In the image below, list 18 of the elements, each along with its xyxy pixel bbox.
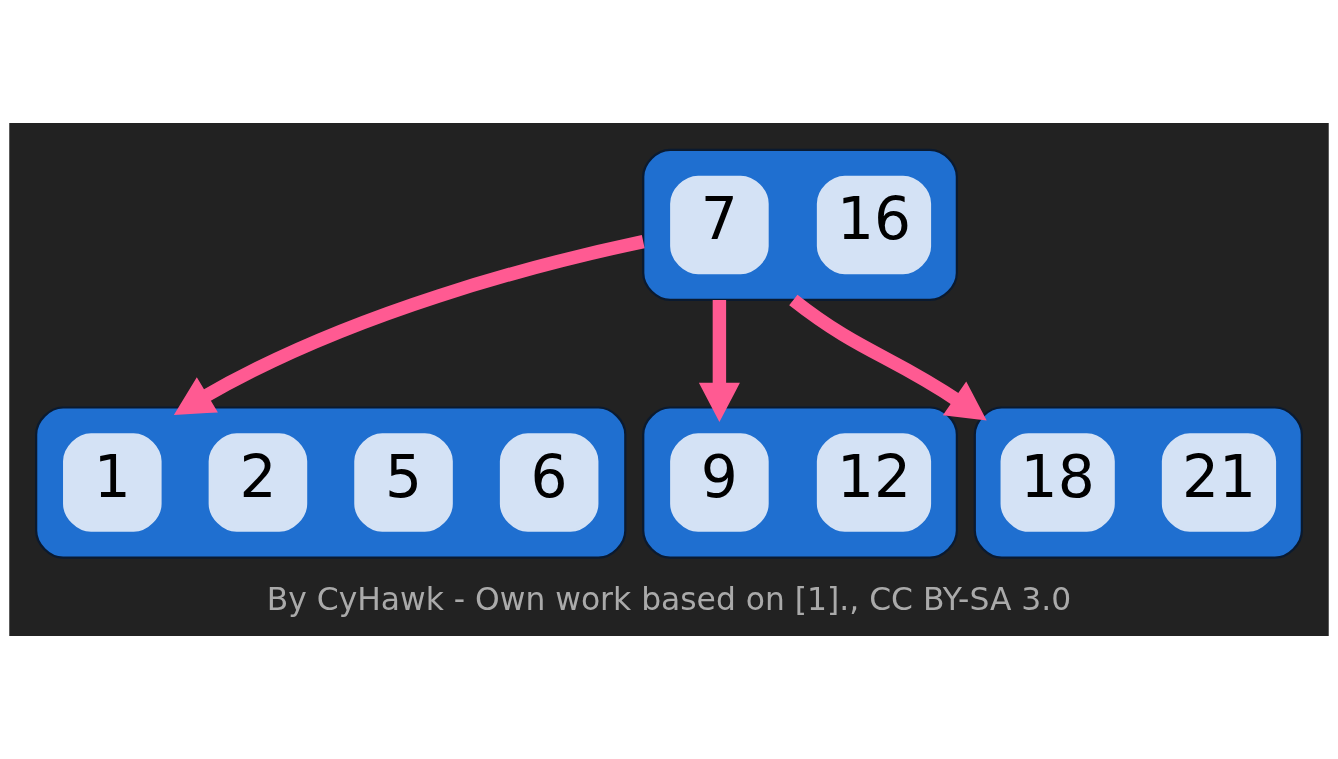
cluster [973, 406, 1303, 559]
cluster [642, 148, 958, 302]
node-box: 18 [1000, 433, 1115, 532]
cluster [642, 406, 958, 559]
node-box: 12 [816, 433, 932, 532]
node-box: 7 [670, 175, 769, 275]
node-box: 21 [1161, 433, 1277, 532]
node-box: 1 [63, 433, 162, 532]
arrow [173, 235, 645, 415]
cluster [35, 406, 627, 559]
arrow [698, 299, 740, 422]
node-box: 6 [499, 433, 599, 532]
node-box: 5 [354, 433, 453, 532]
node-box: 16 [816, 175, 932, 275]
node-box: 2 [208, 433, 308, 532]
node-box: 9 [670, 433, 769, 532]
arrow [789, 294, 987, 421]
caption: By CyHawk - Own work based on [1]., CC BY-SA 3.0 [266, 580, 1072, 617]
